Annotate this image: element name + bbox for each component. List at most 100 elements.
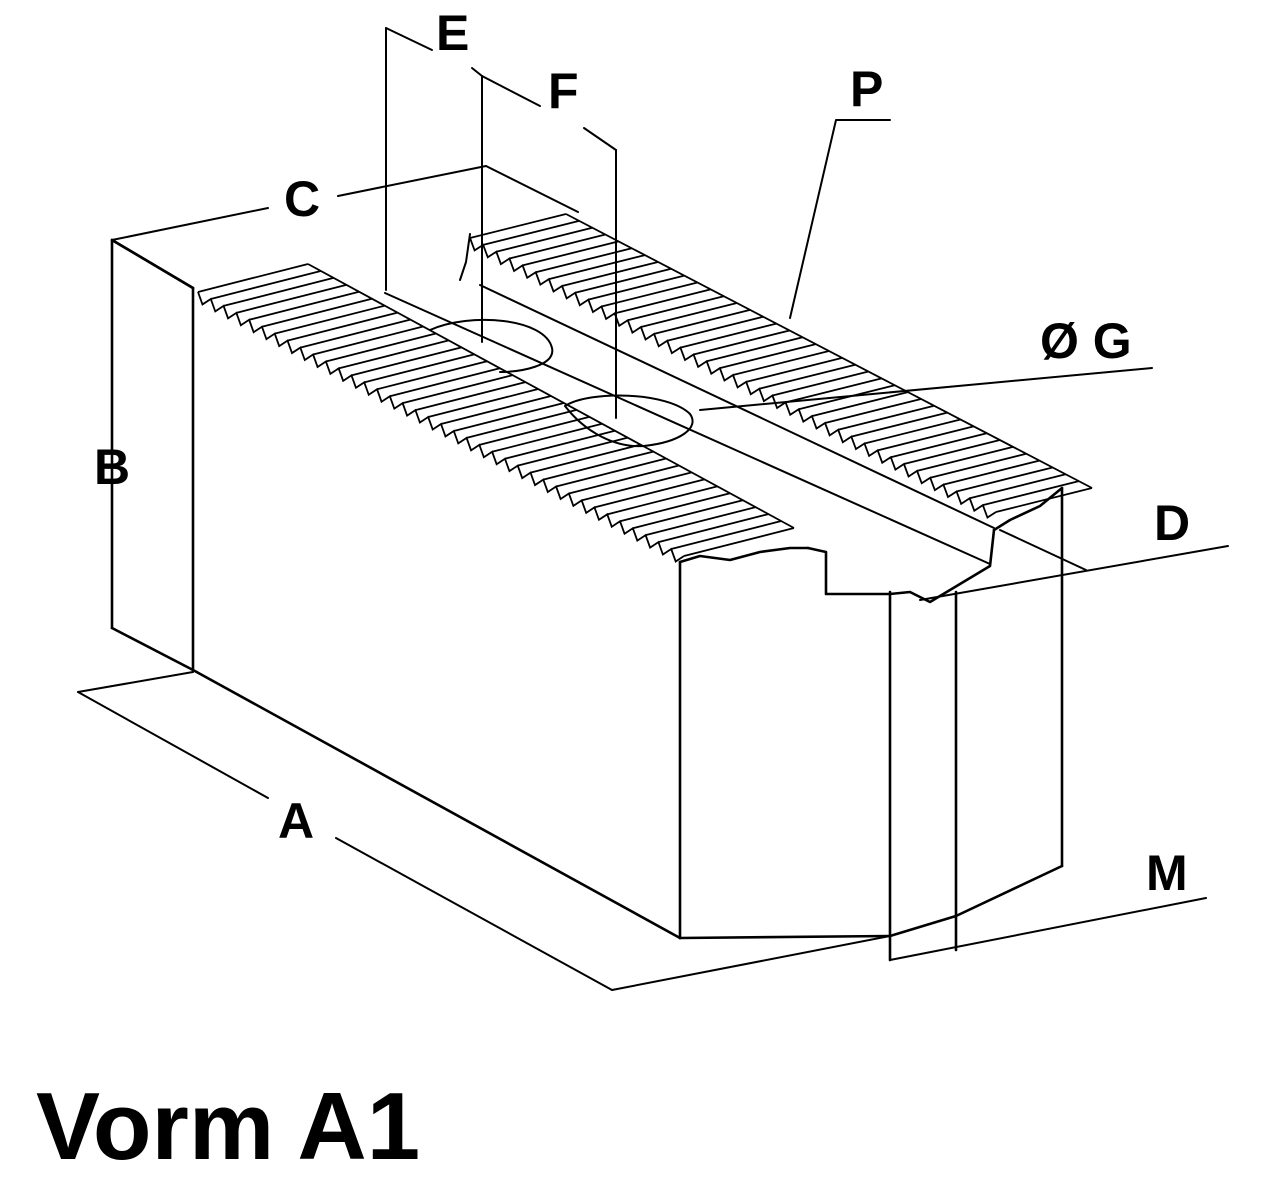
bolt-holes (429, 318, 694, 448)
serration-ridge (627, 295, 725, 322)
rear-top-line (485, 165, 579, 213)
serration-ridge (496, 226, 593, 253)
serration-ridge (555, 457, 667, 488)
serration-ridge (594, 478, 705, 509)
serration-ridge (903, 439, 1001, 465)
serration-ridge (658, 513, 769, 543)
serration-ridge (607, 485, 718, 516)
serration-ridge (440, 395, 552, 425)
serration-ridge (982, 480, 1080, 507)
serration-ridge (995, 487, 1093, 513)
dim-c-line-right (337, 165, 487, 197)
label-e: E (436, 5, 469, 61)
label-d: D (1154, 495, 1190, 551)
dimension-labels: A B C D E F Ø G M P (94, 5, 1190, 901)
serration-ridge (877, 425, 974, 452)
serration-ridge (364, 353, 475, 384)
rear-jaw-left-contour (459, 233, 471, 281)
dim-f-line-right (583, 127, 617, 151)
serration-ridge (236, 283, 347, 314)
serration-ridge (956, 466, 1053, 493)
serration-ridge (930, 452, 1027, 479)
serration-front-jaw (197, 263, 795, 563)
serration-ridge (670, 520, 782, 550)
serration-ridge (530, 443, 641, 474)
serration-ridge (427, 388, 539, 418)
serration-ridge (338, 339, 449, 370)
jaw-body (110, 165, 1064, 962)
dim-d-ext (999, 529, 1087, 571)
serration-ridge (683, 527, 795, 557)
label-f: F (548, 63, 579, 119)
serration-ridge (601, 281, 698, 308)
serration-ridge (482, 219, 580, 246)
serration-ridge (287, 311, 398, 342)
serration-ridge (223, 277, 334, 307)
centre-groove-line (384, 292, 991, 565)
serration-ridge (811, 391, 909, 417)
back-right-top-contour (992, 486, 1064, 532)
serration-ridge (851, 411, 948, 438)
serration-ridge (376, 360, 488, 391)
label-m: M (1146, 845, 1188, 901)
serration-rear-jaw (469, 213, 1093, 519)
serration-ridge (351, 346, 462, 377)
dim-g-leader (699, 367, 1153, 411)
serration-ridge (561, 261, 659, 287)
serration-ridge (248, 290, 360, 321)
serration-ridge (522, 240, 619, 267)
serration-ridge (693, 329, 790, 356)
serration-teeth (469, 237, 997, 519)
bolt-hole-front (564, 394, 694, 448)
label-a: A (278, 793, 314, 849)
serration-ridge (210, 270, 322, 300)
serration-ridge (916, 446, 1014, 472)
serration-ridge (619, 492, 731, 523)
serration-ridge (653, 309, 751, 335)
dim-e-line-left (385, 27, 433, 51)
serration-ridge (706, 336, 803, 363)
serration-ridge (588, 274, 685, 301)
serration-ridge (466, 409, 577, 439)
dim-a-ext-left (77, 671, 194, 693)
serration-ridge (890, 432, 988, 459)
slot-profile (806, 528, 996, 604)
serration-ridge (469, 213, 567, 239)
serration-ridge (680, 322, 777, 349)
serration-ridge (504, 429, 616, 460)
dim-c-line-left (111, 207, 269, 241)
serration-ridge (640, 302, 738, 328)
serration-ridge (197, 263, 309, 293)
label-p: P (850, 61, 883, 117)
serration-back-edge (307, 263, 795, 529)
serration-teeth (197, 291, 685, 563)
dim-d-leader (919, 545, 1229, 601)
serration-ridge (732, 350, 830, 376)
serration-ridge (745, 356, 843, 383)
serration-ridge (402, 374, 513, 405)
serration-ridge (491, 422, 603, 453)
bottom-chamfer (888, 864, 1064, 938)
dim-p-leader (789, 119, 891, 319)
serration-ridge (453, 402, 565, 432)
serration-ridge (479, 415, 590, 446)
serration-ridge (969, 473, 1066, 500)
serration-ridge (667, 315, 764, 342)
serration-ridge (785, 377, 882, 404)
serration-ridge (574, 267, 672, 294)
dimension-lines (77, 27, 1229, 991)
right-face-bottom-edge (678, 934, 892, 940)
dim-m-line (889, 897, 1207, 961)
serration-back-edge (565, 213, 1093, 489)
serration-ridge (645, 506, 756, 537)
serration-ridge (517, 436, 628, 467)
label-b: B (94, 439, 130, 495)
serration-ridge (535, 247, 632, 274)
serration-ridge (300, 318, 411, 349)
serration-ridge (719, 343, 817, 370)
right-face-top-contour (678, 546, 810, 564)
left-face-bottom-edge (110, 626, 195, 672)
serration-ridge (568, 464, 680, 495)
serration-ridge (389, 367, 501, 398)
serration-ridge (824, 398, 922, 424)
